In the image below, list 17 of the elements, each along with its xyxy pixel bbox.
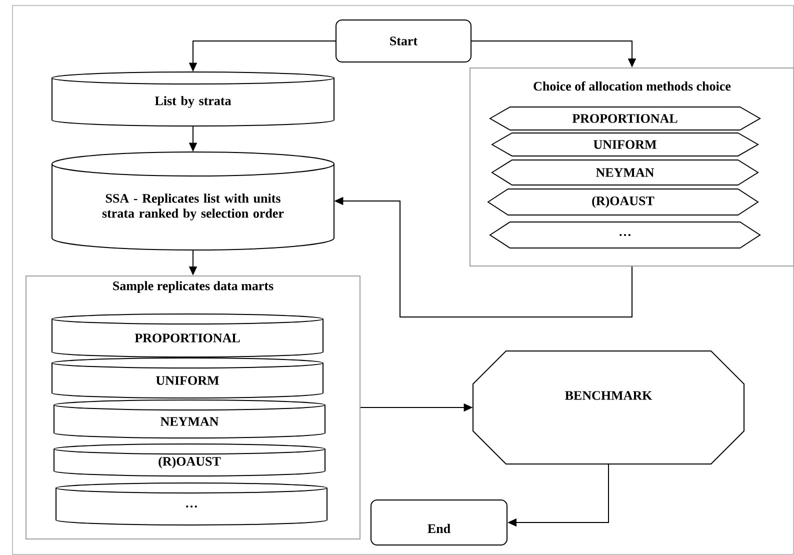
node-label: … (186, 505, 197, 508)
database-cylinder: List by strata (52, 72, 334, 126)
node-label: (R)OAUST (158, 456, 221, 468)
node-label: PROPORTIONAL (134, 334, 240, 342)
node-label: UNIFORM (156, 376, 219, 385)
database-cylinder: NEYMAN (54, 400, 326, 438)
node-label: SSA - Replicates list with units strata ranked by selection order (102, 194, 284, 220)
node-label: List by strata (154, 96, 232, 108)
database-cylinder: PROPORTIONAL (52, 314, 324, 358)
database-cylinder: (R)OAUST (54, 444, 326, 476)
database-cylinder: UNIFORM (52, 358, 324, 398)
database-cylinder: … (56, 482, 328, 526)
database-cylinder: SSA - Replicates list with units strata ranked by selection order (52, 152, 334, 250)
terminal-box: Start (336, 20, 472, 62)
node-label: NEYMAN (160, 417, 219, 426)
terminal-box: End (370, 500, 508, 546)
process-octagon: BENCHMARK (472, 350, 744, 464)
